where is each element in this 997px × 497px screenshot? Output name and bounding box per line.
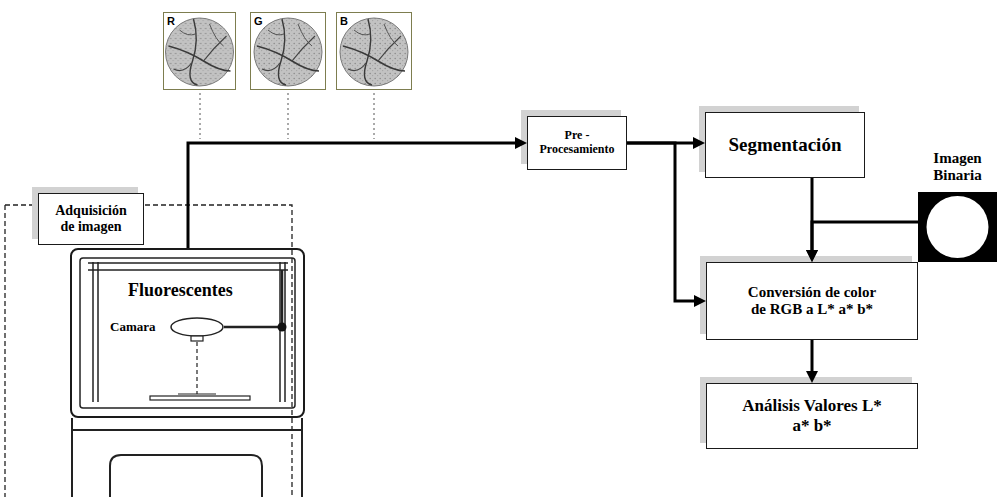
flow-arrow [811, 340, 814, 377]
node-sublabel: Camara [110, 320, 156, 335]
acquisition-cabinet: FluorescentesCamara [70, 248, 305, 418]
joint-dot [278, 323, 287, 332]
node-label: Análisis Valores L* a* b* [737, 396, 887, 435]
node-label: Segmentación [729, 134, 842, 156]
cabinet-drawing [80, 258, 295, 408]
binary-image [918, 192, 997, 262]
node-label: R [167, 15, 175, 28]
binary-image-label: Imagen Binaria [918, 150, 997, 262]
process-box: Análisis Valores L* a* b* [706, 383, 918, 449]
flow-arrow [812, 222, 918, 256]
process-box: Segmentación [705, 112, 865, 178]
channel-image: R [163, 12, 236, 90]
binary-circle [927, 196, 989, 258]
flow-arrow [188, 143, 521, 248]
process-box: Pre - Procesamiento [527, 116, 627, 170]
channel-image: G [250, 12, 326, 90]
cabinet-stand [72, 418, 302, 497]
flow-arrow [627, 143, 700, 301]
node-label: G [254, 15, 263, 28]
node-label: Pre - Procesamiento [536, 129, 618, 157]
node-label: Adquisición de imagen [47, 203, 135, 235]
grain-image [254, 18, 322, 86]
channel-image: B [336, 12, 412, 90]
node-label: Imagen Binaria [920, 150, 995, 185]
node-label: Conversión de color de RGB a L* a* b* [741, 284, 883, 319]
dotted-leader [200, 93, 374, 139]
node-label: Fluorescentes [128, 280, 233, 301]
process-box: Conversión de color de RGB a L* a* b* [706, 262, 918, 340]
stage-box: Adquisición de imagen [38, 193, 144, 245]
grain-image [166, 18, 234, 86]
grain-image [340, 18, 408, 86]
node-label: B [340, 15, 348, 28]
